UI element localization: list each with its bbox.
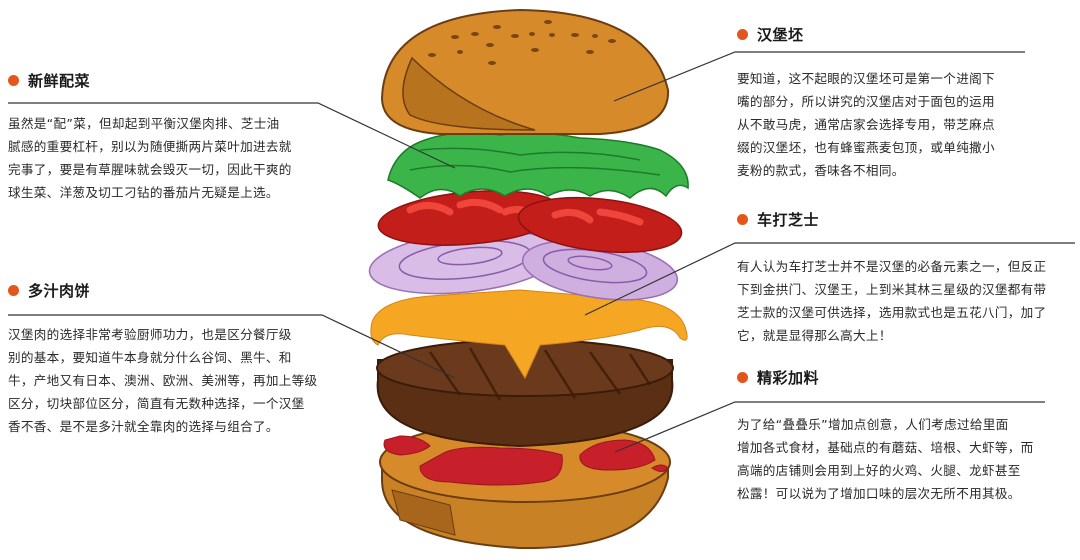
leader-fresh-veg <box>8 102 456 169</box>
section-title: 精彩加料 <box>757 368 820 387</box>
section-line: 区分，切块部位区分，简直有无数种选择，一个汉堡 <box>8 396 305 411</box>
section-line: 要知道，这不起眼的汉堡坯可是第一个进阁下 <box>737 71 995 86</box>
section-line: 腻感的重要杠杆，别以为随便撕两片菜叶加进去就 <box>8 139 292 154</box>
leader-patty <box>8 314 456 379</box>
section-title: 新鲜配菜 <box>28 71 91 90</box>
section-line: 球生菜、洋葱及切工刁钻的番茄片无疑是上选。 <box>8 185 279 200</box>
onion-slices <box>368 229 679 301</box>
section-line: 缀的汉堡坯，也有蜂蜜燕麦包顶，或单纯撒小 <box>737 140 995 155</box>
bullet-icon <box>737 371 748 383</box>
section-title: 多汁肉饼 <box>28 281 91 300</box>
cheese <box>370 289 688 380</box>
section-line: 别的基本，要知道牛本身就分什么谷饲、黑牛、和 <box>8 350 292 365</box>
section-line: 香不香、是不是多汁就全靠肉的选择与组合了。 <box>8 419 279 434</box>
section-line: 虽然是“配”菜，但却起到平衡汉堡肉排、芝士油 <box>8 116 280 131</box>
top-bun <box>380 8 670 135</box>
section-line: 从不敢马虎，通常店家会选择专用，带芝麻点 <box>737 117 995 132</box>
section-toppings: 精彩加料 为了给“叠叠乐”增加点创意，人们考虑过给里面 增加各式食材，基础点的有… <box>737 365 1034 505</box>
section-line: 下到金拱门、汉堡王，上到米其林三星级的汉堡都有带 <box>737 282 1047 297</box>
section-line: 完事了，要是有草腥味就会毁灭一切，因此干爽的 <box>8 162 292 177</box>
section-line: 它，就是显得那么高大上！ <box>737 328 892 343</box>
leader-cheddar <box>584 242 1075 316</box>
section-line: 松露！可以说为了增加口味的层次无所不用其极。 <box>737 486 1021 501</box>
section-line: 牛，产地又有日本、澳洲、欧洲、美洲等，再加上等级 <box>8 373 318 388</box>
leader-bun <box>613 51 1025 102</box>
lettuce <box>387 131 689 199</box>
tomato-slices <box>377 190 683 253</box>
leader-toppings <box>614 401 1045 453</box>
bullet-icon <box>737 213 748 225</box>
section-line: 高端的店铺则会用到上好的火鸡、火腿、龙虾甚至 <box>737 463 1021 478</box>
ketchup <box>383 435 669 486</box>
bullet-icon <box>8 284 19 296</box>
section-cheddar: 车打芝士 有人认为车打芝士并不是汉堡的必备元素之一，但反正 下到金拱门、汉堡王，… <box>737 207 1046 347</box>
bullet-icon <box>8 74 19 86</box>
section-line: 嘴的部分，所以讲究的汉堡店对于面包的运用 <box>737 94 995 109</box>
section-patty: 多汁肉饼 汉堡肉的选择非常考验厨师功力，也是区分餐厅级 别的基本，要知道牛本身就… <box>8 278 317 438</box>
section-title: 汉堡坯 <box>757 25 804 44</box>
section-line: 为了给“叠叠乐”增加点创意，人们考虑过给里面 <box>737 417 1009 432</box>
section-title: 车打芝士 <box>757 210 820 229</box>
section-line: 汉堡肉的选择非常考验厨师功力，也是区分餐厅级 <box>8 327 292 342</box>
section-fresh-veg: 新鲜配菜 虽然是“配”菜，但却起到平衡汉堡肉排、芝士油 腻感的重要杠杆，别以为随… <box>8 68 292 204</box>
bullet-icon <box>737 28 748 40</box>
section-bun: 汉堡坯 要知道，这不起眼的汉堡坯可是第一个进阁下 嘴的部分，所以讲究的汉堡店对于… <box>737 22 995 182</box>
section-line: 有人认为车打芝士并不是汉堡的必备元素之一，但反正 <box>737 259 1047 274</box>
section-line: 增加各式食材，基础点的有蘑菇、培根、大虾等，而 <box>737 440 1034 455</box>
section-line: 芝士款的汉堡可供选择，选用款式也是五花八门，加了 <box>737 305 1047 320</box>
section-line: 麦粉的款式，香味各不相同。 <box>737 163 905 178</box>
leader-lines <box>8 51 1075 453</box>
